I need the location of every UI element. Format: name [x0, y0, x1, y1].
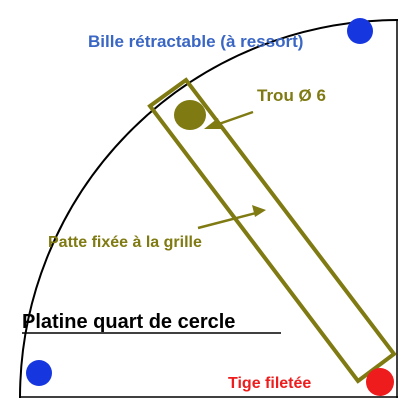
ball-plunger-label: Bille rétractable (à ressort)	[88, 32, 303, 51]
hole-arrow-head	[204, 118, 221, 129]
hole-arrow-line	[215, 110, 254, 127]
quarter-circle-outline	[19, 19, 399, 398]
threaded-rod-dot	[366, 368, 394, 396]
tab-arrow-head	[252, 205, 266, 217]
hole	[174, 100, 206, 130]
tab-arrow-line	[197, 211, 257, 230]
ball-plunger-dot-top	[347, 18, 373, 44]
plate-title: Platine quart de cercle	[22, 311, 235, 333]
hole-label: Trou Ø 6	[257, 86, 326, 105]
tab-label: Patte fixée à la grille	[48, 234, 202, 251]
threaded-rod-label: Tige filetée	[228, 375, 311, 392]
tab-outline	[147, 77, 397, 384]
ball-plunger-dot-bottom	[26, 360, 52, 386]
